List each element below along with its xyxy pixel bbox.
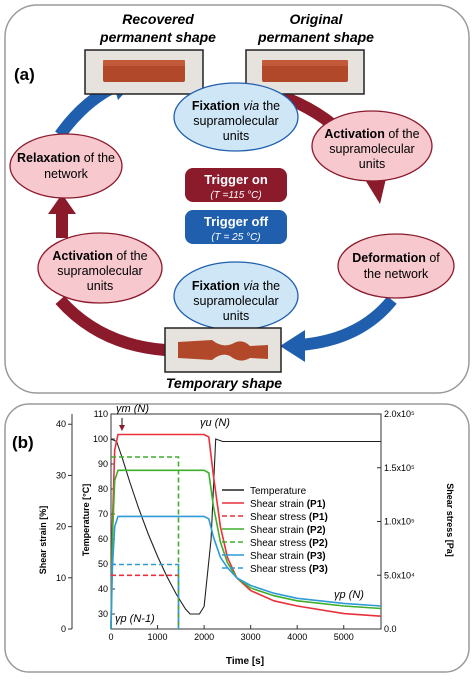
- strain-tick-label: 20: [56, 522, 66, 532]
- trigger-on-label: Trigger on: [204, 172, 268, 187]
- series-line-strain_p2: [110, 469, 382, 630]
- legend-label: Shear strain (P3): [250, 551, 326, 562]
- fixation-bottom-line2: supramolecular: [193, 294, 278, 308]
- annotation-gamma-m: γm (N): [116, 403, 149, 415]
- activation-left-line2: supramolecular: [57, 264, 142, 278]
- temporary-title: Temporary shape: [166, 375, 282, 391]
- strain-tick-label: 40: [56, 419, 66, 429]
- fixation-top-line3: units: [223, 129, 249, 143]
- temp-tick-label: 40: [98, 584, 108, 594]
- x-tick-label: 5000: [334, 632, 354, 642]
- legend-label: Shear stress (P2): [250, 538, 328, 549]
- y-axis-title-strain: Shear strain [%]: [38, 506, 48, 575]
- relaxation-line1: Relaxation of the: [17, 151, 115, 165]
- deformation-line2: the network: [364, 267, 429, 281]
- activation-left-node: [37, 232, 163, 304]
- fixation-top-line2: supramolecular: [193, 114, 278, 128]
- series-line-temperature: [110, 438, 381, 615]
- legend-label: Shear stress (P3): [250, 564, 328, 575]
- original-title-line2: permanent shape: [257, 29, 374, 45]
- trigger-on-box: [185, 168, 287, 202]
- relaxation-line2: network: [44, 167, 89, 181]
- arrowhead-left-blue: [280, 330, 305, 362]
- temp-tick-label: 90: [98, 459, 108, 469]
- strain-tick-label: 30: [56, 470, 66, 480]
- recovered-title-line2: permanent shape: [99, 29, 216, 45]
- x-tick-label: 3000: [241, 632, 261, 642]
- activation-right-line1: Activation of the: [324, 127, 419, 141]
- stress-tick-label: 0.0: [384, 624, 397, 634]
- trigger-on-temp: (T =115 °C): [210, 190, 261, 201]
- deformation-node: [337, 233, 455, 299]
- panel-a: (a) Recovered permanent shape Original p…: [4, 4, 470, 394]
- recovered-title-line1: Recovered: [122, 11, 194, 27]
- legend-label: Shear stress (P1): [250, 512, 328, 523]
- temp-tick-label: 80: [98, 484, 108, 494]
- legend-label: Shear strain (P2): [250, 525, 326, 536]
- panel-a-label: (a): [14, 65, 35, 84]
- original-shape-photo: [245, 49, 365, 95]
- trigger-off-label: Trigger off: [204, 214, 269, 229]
- temp-tick-label: 60: [98, 534, 108, 544]
- panel-b-frame: [4, 403, 470, 673]
- x-tick-label: 0: [108, 632, 113, 642]
- strain-tick-label: 10: [56, 573, 66, 583]
- arrow-deformation-to-temporary: [299, 296, 397, 351]
- activation-left-line1: Activation of the: [52, 249, 147, 263]
- arrowhead-up-red: [48, 194, 76, 214]
- series-line-strain_p3: [110, 515, 382, 630]
- panel-b: (b) Shear strain [%] Temperature [°C] Sh…: [4, 403, 470, 673]
- axis-ticks: 0 1000 2000 3000 4000 5000 0 10 20 30 40 30 40 50 60 70…: [56, 409, 415, 642]
- stress-tick-label: 5.0x10⁴: [384, 570, 415, 580]
- deformation-line1: Deformation of: [352, 251, 440, 265]
- x-tick-label: 1000: [148, 632, 168, 642]
- temp-tick-label: 100: [93, 434, 108, 444]
- temp-tick-label: 110: [94, 409, 108, 419]
- fixation-top-node: [173, 82, 299, 152]
- annotation-gamma-p-end: γp (N): [334, 589, 364, 601]
- x-tick-label: 4000: [287, 632, 307, 642]
- trigger-off-temp: (T = 25 °C): [211, 232, 260, 243]
- activation-right-line3: units: [359, 157, 385, 171]
- x-tick-label: 2000: [194, 632, 214, 642]
- plot-series: [110, 433, 382, 630]
- relaxation-node: [9, 133, 123, 199]
- stress-tick-label: 1.5x10⁵: [384, 463, 415, 473]
- legend-label: Temperature: [250, 486, 307, 497]
- panel-b-label: (b): [12, 433, 34, 452]
- annotation-gamma-u: γu (N): [200, 417, 230, 429]
- x-axis-title: Time [s]: [226, 656, 264, 667]
- series-line-strain_p1: [110, 433, 382, 630]
- trigger-off-box: [185, 210, 287, 244]
- fixation-bottom-line1: Fixation via the: [192, 279, 280, 293]
- activation-left-line3: units: [87, 279, 113, 293]
- original-title-line1: Original: [290, 11, 344, 27]
- activation-right-node: [311, 110, 433, 182]
- y-axis-title-temperature: Temperature [°C]: [81, 484, 91, 556]
- stress-tick-label: 2.0x10⁵: [384, 409, 415, 419]
- recovered-shape-photo: [84, 49, 204, 95]
- activation-right-line2: supramolecular: [329, 142, 414, 156]
- series-line-stress_p2: [111, 456, 180, 629]
- temporary-shape-photo: [164, 327, 282, 373]
- temp-tick-label: 70: [98, 509, 108, 519]
- fixation-top-line1: Fixation via the: [192, 99, 280, 113]
- arrow-temporary-to-activation: [55, 295, 166, 356]
- fixation-bottom-line3: units: [223, 309, 249, 323]
- stress-tick-label: 1.0x10⁵: [384, 517, 415, 527]
- series-line-stress_p3: [111, 563, 180, 629]
- strain-tick-label: 0: [61, 624, 66, 634]
- annotation-gamma-p-start: γp (N-1): [115, 613, 155, 625]
- legend-label: Shear strain (P1): [250, 499, 326, 510]
- temp-tick-label: 30: [98, 609, 108, 619]
- temp-tick-label: 50: [98, 559, 108, 569]
- y-axis-title-stress: Shear stress [Pa]: [445, 483, 455, 557]
